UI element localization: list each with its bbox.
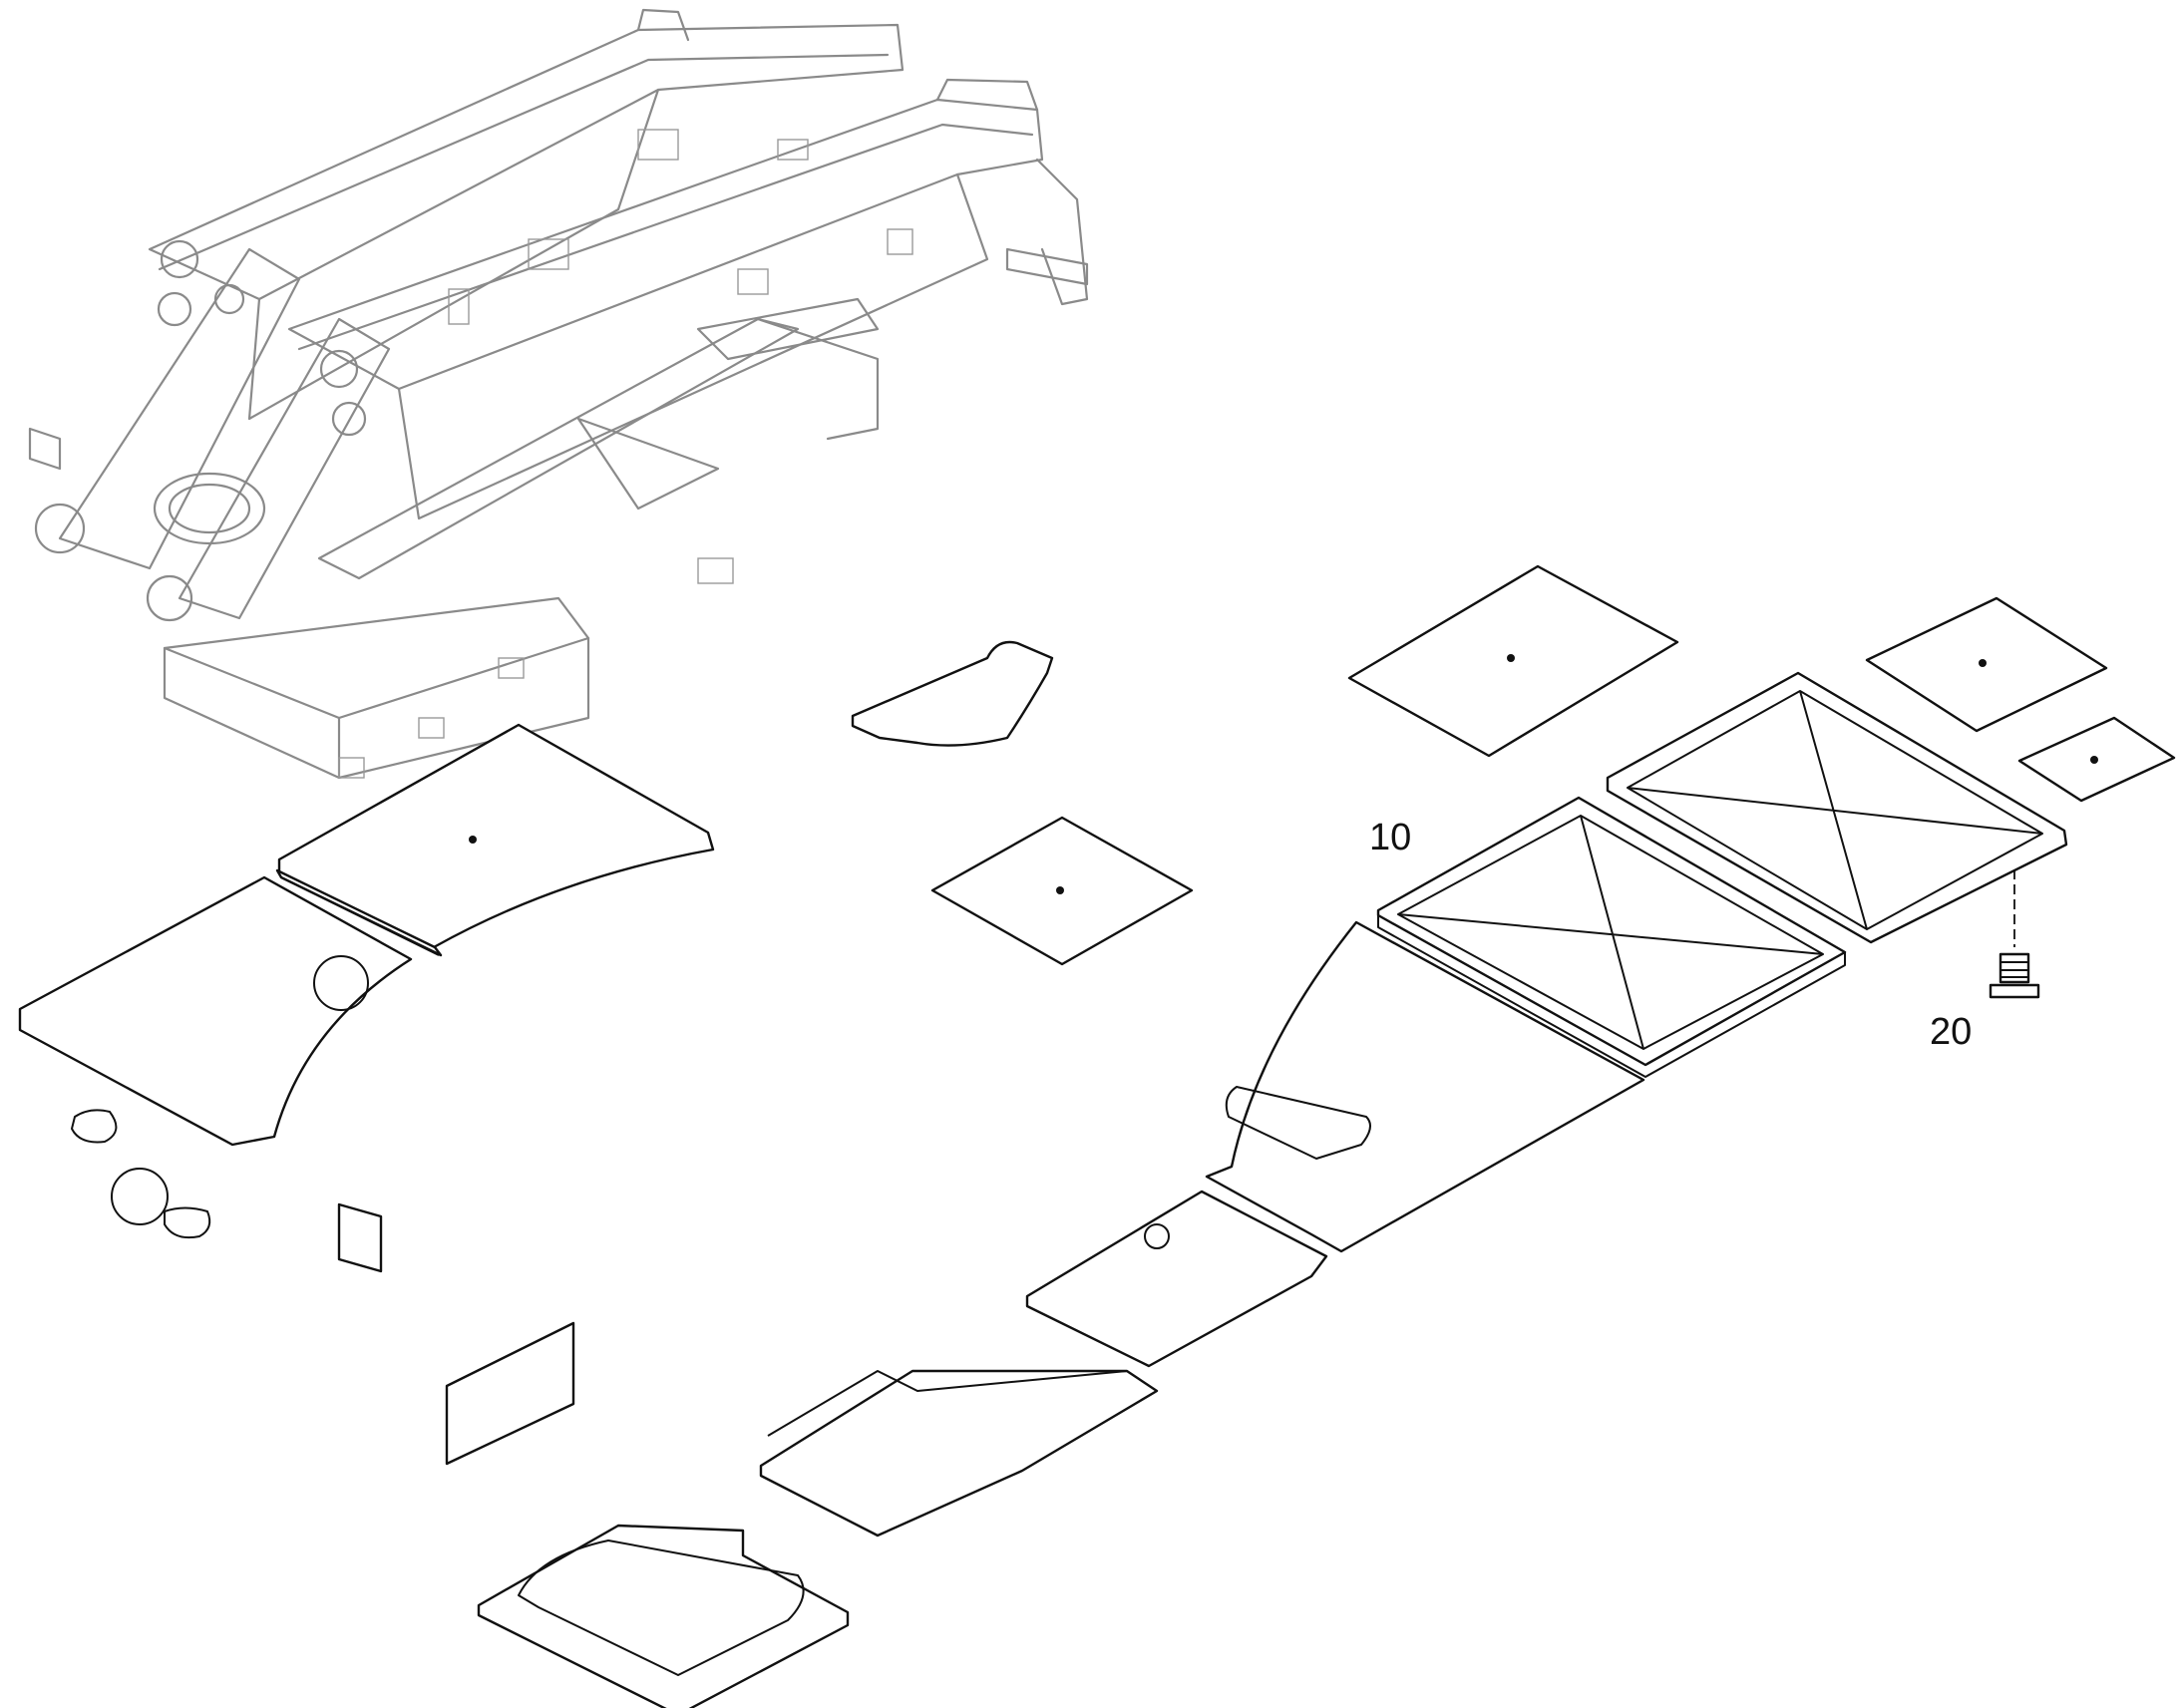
cover-plate-left-lower [18,875,413,1147]
callout-20: 20 [1930,1011,1972,1053]
machine-frame [28,8,1089,780]
left-cover-plates [18,723,715,1466]
item-20-flange-bolt [1989,869,2040,999]
callout-10: 10 [1369,817,1411,858]
center-cover-plates [851,640,1194,966]
right-cover-plates [477,564,2176,1708]
cover-plate-left-top [277,723,715,949]
cover-plate-center-top [851,640,1054,747]
